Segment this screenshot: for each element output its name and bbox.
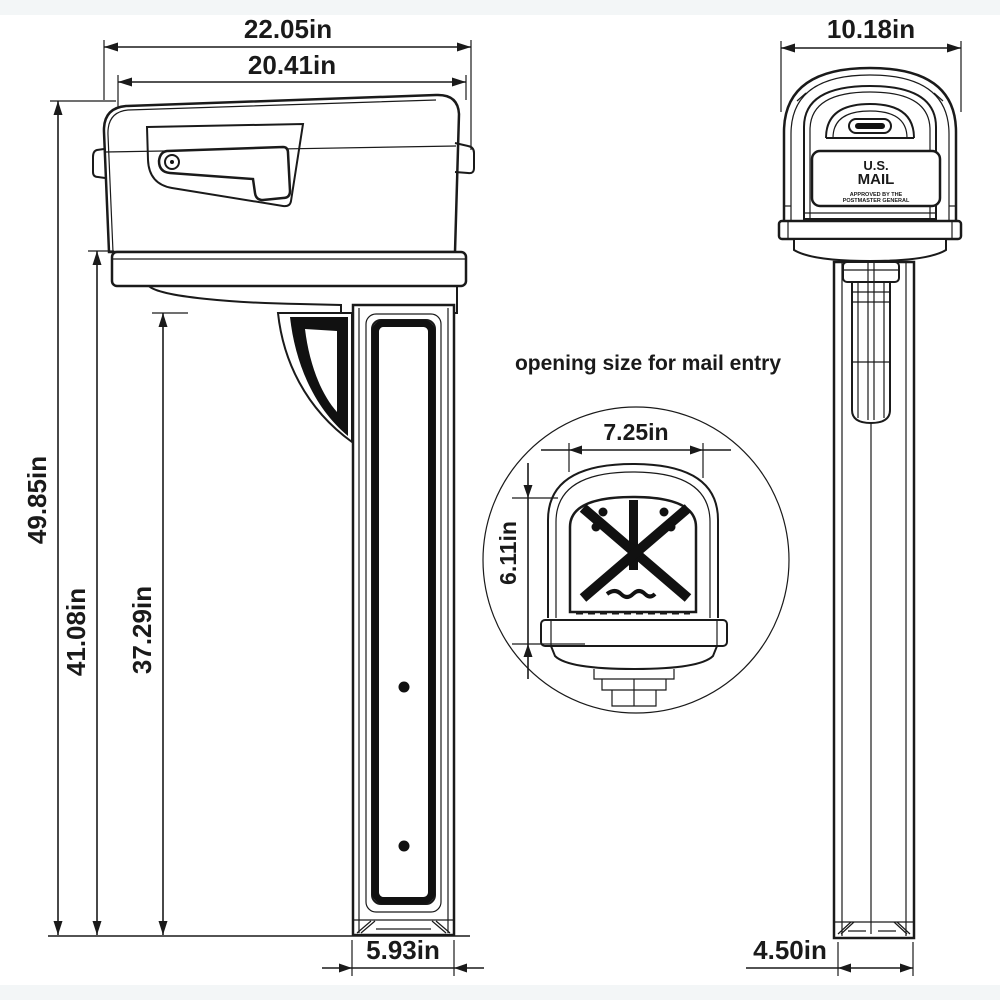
dim-front-width: 10.18in — [780, 14, 962, 112]
dim-label-front-post-width: 4.50in — [753, 935, 827, 965]
dim-opening-width: 7.25in — [541, 419, 731, 478]
dim-side-post-depth: 5.93in — [322, 935, 484, 976]
dim-side-overall-height: 49.85in — [22, 100, 116, 935]
dim-label-post-depth: 5.93in — [366, 935, 440, 965]
flag-pivot — [164, 154, 180, 170]
dim-side-bracket-height: 37.29in — [127, 312, 188, 935]
detail-open-mailbox — [540, 462, 728, 707]
front-bracket — [842, 261, 900, 425]
mail-entry-detail-view: opening size for mail entry — [482, 352, 790, 714]
top-edge-band — [0, 0, 1000, 15]
post-screw-hole-lower — [398, 840, 410, 852]
door-latch — [825, 102, 915, 139]
front-base — [777, 219, 963, 263]
dim-label-bracket-height: 37.29in — [127, 586, 157, 674]
mailbox-flag — [157, 145, 292, 202]
front-mailbox-body: U.S. MAIL APPROVED BY THE POSTMASTER GEN… — [777, 66, 963, 263]
detail-caption: opening size for mail entry — [515, 352, 781, 375]
dim-label-overall-height: 49.85in — [22, 456, 52, 544]
bottom-edge-band — [0, 985, 1000, 1000]
dim-label-post-height: 41.08in — [61, 588, 91, 676]
brand-mark — [605, 589, 657, 599]
dim-side-post-height: 41.08in — [61, 250, 114, 935]
detail-circle — [482, 406, 790, 714]
dim-label-front-width: 10.18in — [827, 14, 915, 44]
post-screw-hole-upper — [398, 681, 410, 693]
post-recessed-panel — [372, 320, 435, 904]
side-left-tab — [92, 148, 106, 179]
dim-side-box-width: 20.41in — [117, 50, 467, 108]
dim-label-box-width: 20.41in — [248, 50, 336, 80]
plate-text-small2: POSTMASTER GENERAL — [843, 198, 910, 204]
dim-label-opening-width: 7.25in — [603, 419, 668, 445]
flag-panel — [145, 122, 305, 208]
side-post — [351, 303, 456, 937]
side-mailbox-body — [92, 93, 475, 254]
us-mail-plate: U.S. MAIL APPROVED BY THE POSTMASTER GEN… — [810, 149, 942, 208]
dim-side-overall-width: 22.05in — [103, 14, 472, 150]
side-bracket — [276, 312, 353, 444]
dim-opening-height: 6.11in — [495, 463, 585, 679]
plate-text-mail: MAIL — [858, 171, 895, 188]
platform-skirt — [148, 285, 458, 314]
plate-text-us: U.S. — [863, 158, 888, 173]
dim-label-overall-width: 22.05in — [244, 14, 332, 44]
dim-label-opening-height: 6.11in — [495, 521, 521, 585]
side-platform — [110, 250, 468, 314]
plate-text-small1: APPROVED BY THE — [850, 192, 903, 198]
dim-front-post-width: 4.50in — [746, 935, 914, 976]
mailbox-side-view: 22.05in 20.41in 49.85in — [22, 14, 484, 976]
mailbox-front-view: U.S. MAIL APPROVED BY THE POSTMASTER GEN… — [746, 14, 963, 976]
